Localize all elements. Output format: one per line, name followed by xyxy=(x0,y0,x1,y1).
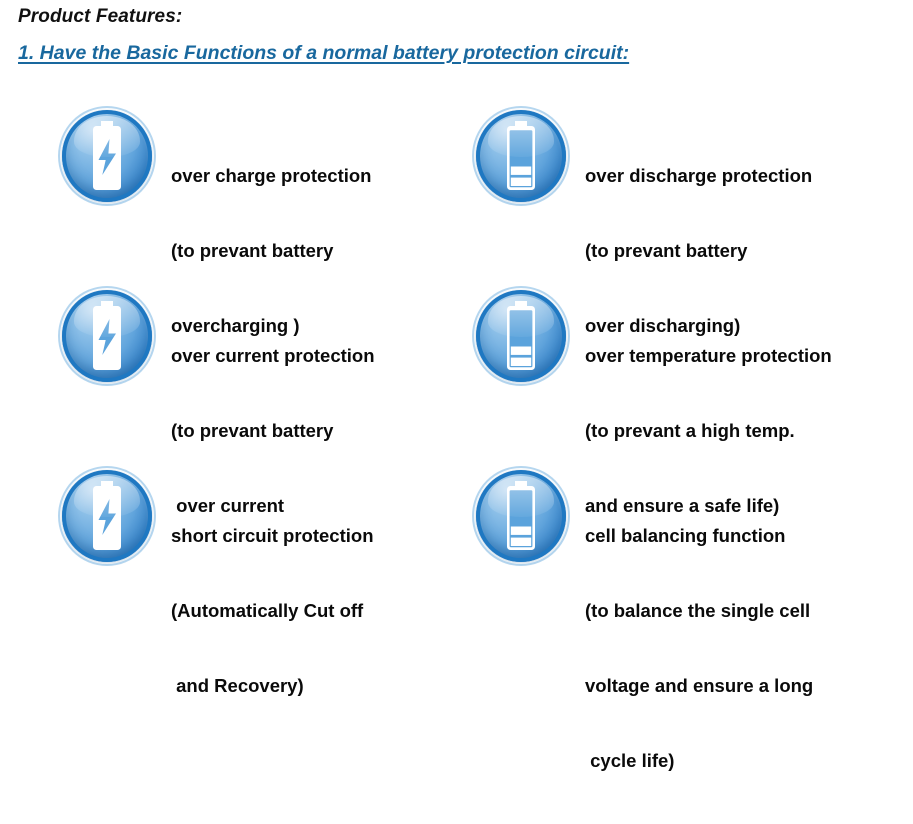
feature-line: overcharging ) xyxy=(171,314,300,336)
feature-item-over-discharge-protection: over discharge protection (to prevant ba… xyxy=(452,88,812,389)
icon-wrap-over-temperature-protection xyxy=(452,268,589,403)
feature-line: over temperature protection xyxy=(585,344,832,366)
battery-low-icon xyxy=(507,301,535,370)
page-title: Product Features: xyxy=(18,6,183,27)
feature-line: cell balancing function xyxy=(585,524,786,546)
feature-item-cell-balancing-function: cell balancing function (to balance the … xyxy=(452,448,813,824)
feature-line: and ensure a safe life) xyxy=(585,494,780,516)
feature-line: (to prevant battery xyxy=(171,239,334,261)
battery-bolt-icon xyxy=(93,121,121,190)
feature-item-short-circuit-protection: short circuit protection (Automatically … xyxy=(38,448,374,749)
badge-circle xyxy=(58,106,156,206)
feature-text-over-discharge-protection: over discharge protection (to prevant ba… xyxy=(585,88,812,389)
feature-item-over-charge-protection: over charge protection (to prevant batte… xyxy=(38,88,371,389)
battery-low-icon xyxy=(507,481,535,550)
feature-line: over discharge protection xyxy=(585,164,813,186)
feature-text-over-temperature-protection: over temperature protection (to prevant … xyxy=(585,268,832,569)
feature-line: over charge protection xyxy=(171,164,372,186)
feature-text-over-current-protection: over current protection (to prevant batt… xyxy=(171,268,375,569)
battery-bolt-icon xyxy=(93,481,121,550)
feature-line: cycle life) xyxy=(585,749,675,771)
feature-line: voltage and ensure a long xyxy=(585,674,814,696)
feature-line: over discharging) xyxy=(585,314,741,336)
badge-circle xyxy=(58,286,156,386)
features-grid: over charge protection (to prevant batte… xyxy=(0,88,913,771)
feature-line: and Recovery) xyxy=(171,674,304,696)
feature-text-over-charge-protection: over charge protection (to prevant batte… xyxy=(171,88,371,389)
feature-line: (Automatically Cut off xyxy=(171,599,364,621)
battery-bolt-icon xyxy=(93,301,121,370)
feature-text-short-circuit-protection: short circuit protection (Automatically … xyxy=(171,448,374,749)
icon-wrap-over-discharge-protection xyxy=(452,88,589,223)
icon-wrap-short-circuit-protection xyxy=(38,448,175,583)
badge-circle xyxy=(58,466,156,566)
feature-line: (to prevant battery xyxy=(171,419,334,441)
icon-wrap-over-current-protection xyxy=(38,268,175,403)
section-heading-basic-functions: 1. Have the Basic Functions of a normal … xyxy=(18,42,630,64)
badge-circle xyxy=(472,466,570,566)
feature-line: over current xyxy=(171,494,285,516)
icon-wrap-cell-balancing-function xyxy=(452,448,589,583)
feature-line: over current protection xyxy=(171,344,375,366)
feature-item-over-current-protection: over current protection (to prevant batt… xyxy=(38,268,375,569)
badge-circle xyxy=(472,106,570,206)
feature-item-over-temperature-protection: over temperature protection (to prevant … xyxy=(452,268,832,569)
battery-low-icon xyxy=(507,121,535,190)
feature-line: (to prevant battery xyxy=(585,239,748,261)
feature-line: (to prevant a high temp. xyxy=(585,419,795,441)
icon-wrap-over-charge-protection xyxy=(38,88,175,223)
feature-text-cell-balancing-function: cell balancing function (to balance the … xyxy=(585,448,813,824)
feature-line: short circuit protection xyxy=(171,524,374,546)
feature-line: (to balance the single cell xyxy=(585,599,811,621)
badge-circle xyxy=(472,286,570,386)
